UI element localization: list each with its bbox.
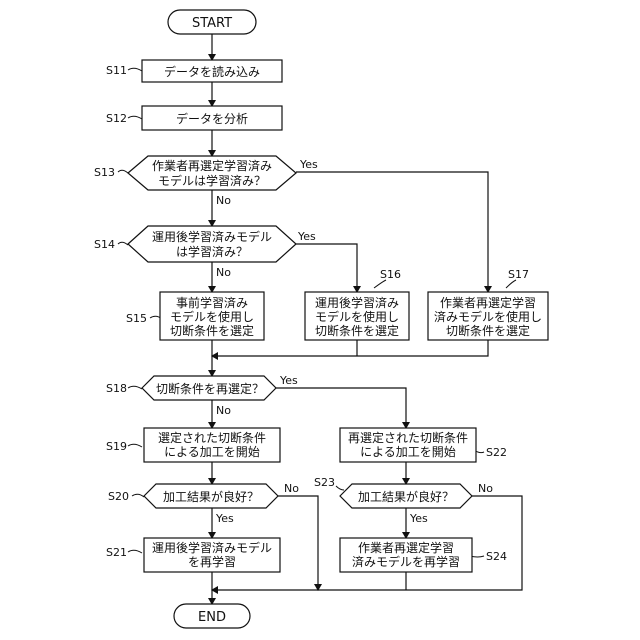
step-label-s21: S21 xyxy=(106,546,127,559)
s19-text-line2: による加工を開始 xyxy=(164,445,260,459)
s16-text-line2: モデルを使用し xyxy=(315,309,399,324)
step-label-s17: S17 xyxy=(508,268,529,281)
step-label-s13: S13 xyxy=(94,166,115,179)
step-label-s11: S11 xyxy=(106,64,127,77)
step-label-s12: S12 xyxy=(106,112,127,125)
s24-text-line2: 済みモデルを再学習 xyxy=(352,554,460,569)
s18-yes-label: Yes xyxy=(279,374,298,387)
s12-text: データを分析 xyxy=(176,111,248,126)
process-s17: 作業者再選定学習 済みモデルを使用し 切断条件を選定 xyxy=(428,292,548,340)
s14-text-line1: 運用後学習済みモデル xyxy=(152,229,272,244)
decision-s13: 作業者再選定学習済み モデルは学習済み？ xyxy=(128,156,296,190)
s24-text-line1: 作業者再選定学習 xyxy=(358,540,454,555)
step-label-s18: S18 xyxy=(106,382,127,395)
s22-text-line1: 再選定された切断条件 xyxy=(348,430,468,445)
step-label-s19: S19 xyxy=(106,440,127,453)
s17-text-line1: 作業者再選定学習 xyxy=(440,295,536,310)
step-label-s16: S16 xyxy=(380,268,401,281)
s17-text-line2: 済みモデルを使用し xyxy=(434,309,542,324)
s23-yes-label: Yes xyxy=(409,512,428,525)
end-text: END xyxy=(198,610,226,625)
decision-s14: 運用後学習済みモデル は学習済み？ xyxy=(128,226,296,262)
process-s11: データを読み込み xyxy=(142,60,282,82)
s21-text-line2: を再学習 xyxy=(188,554,236,569)
s13-text-line2: モデルは学習済み？ xyxy=(158,173,266,188)
process-s16: 運用後学習済み モデルを使用し 切断条件を選定 xyxy=(305,292,409,340)
s20-no-label: No xyxy=(284,482,299,495)
s18-no-label: No xyxy=(216,404,231,417)
s17-text-line3: 切断条件を選定 xyxy=(446,323,530,338)
s16-text-line3: 切断条件を選定 xyxy=(315,323,399,338)
s15-text-line3: 切断条件を選定 xyxy=(170,323,254,338)
s14-no-label: No xyxy=(216,266,231,279)
s18-text: 切断条件を再選定？ xyxy=(156,381,264,396)
s14-yes-label: Yes xyxy=(297,230,316,243)
s20-yes-label: Yes xyxy=(215,512,234,525)
process-s24: 作業者再選定学習 済みモデルを再学習 xyxy=(340,538,472,572)
decision-s18: 切断条件を再選定？ xyxy=(142,376,276,400)
s13-text-line1: 作業者再選定学習済み xyxy=(152,158,272,173)
end-terminal: END xyxy=(174,604,250,628)
s11-text: データを読み込み xyxy=(164,64,260,79)
step-label-s14: S14 xyxy=(94,238,115,251)
s16-text-line1: 運用後学習済み xyxy=(315,295,399,310)
branch-labels: Yes No Yes No Yes No No Yes No Yes xyxy=(215,158,493,525)
edge-s14-s16-yes xyxy=(296,244,357,292)
step-label-s20: S20 xyxy=(108,490,129,503)
step-label-s15: S15 xyxy=(126,312,147,325)
s23-text: 加工結果が良好？ xyxy=(358,489,454,504)
process-s19: 選定された切断条件 による加工を開始 xyxy=(144,428,280,462)
start-text: START xyxy=(192,16,232,31)
s21-text-line1: 運用後学習済みモデル xyxy=(152,540,272,555)
s13-no-label: No xyxy=(216,194,231,207)
edge-s20-no xyxy=(278,496,318,590)
start-terminal: START xyxy=(168,10,256,34)
decision-s20: 加工結果が良好？ xyxy=(144,484,278,508)
s22-text-line2: による加工を開始 xyxy=(360,445,456,459)
s15-text-line2: モデルを使用し xyxy=(170,309,254,324)
s14-text-line2: は学習済み？ xyxy=(176,244,248,259)
s23-no-label: No xyxy=(478,482,493,495)
step-label-s24: S24 xyxy=(486,550,507,563)
s15-text-line1: 事前学習済み xyxy=(176,295,248,310)
edge-s18-s22-yes xyxy=(276,388,406,428)
process-s15: 事前学習済み モデルを使用し 切断条件を選定 xyxy=(160,292,264,340)
s20-text: 加工結果が良好？ xyxy=(163,489,259,504)
decision-s23: 加工結果が良好？ xyxy=(340,484,472,508)
process-s22: 再選定された切断条件 による加工を開始 xyxy=(340,428,476,462)
s13-yes-label: Yes xyxy=(299,158,318,171)
edge-s17-merge xyxy=(212,340,488,356)
step-label-s23: S23 xyxy=(314,476,335,489)
process-s21: 運用後学習済みモデル を再学習 xyxy=(144,538,280,572)
step-label-s22: S22 xyxy=(486,446,507,459)
process-s12: データを分析 xyxy=(142,106,282,130)
s19-text-line1: 選定された切断条件 xyxy=(158,430,266,445)
